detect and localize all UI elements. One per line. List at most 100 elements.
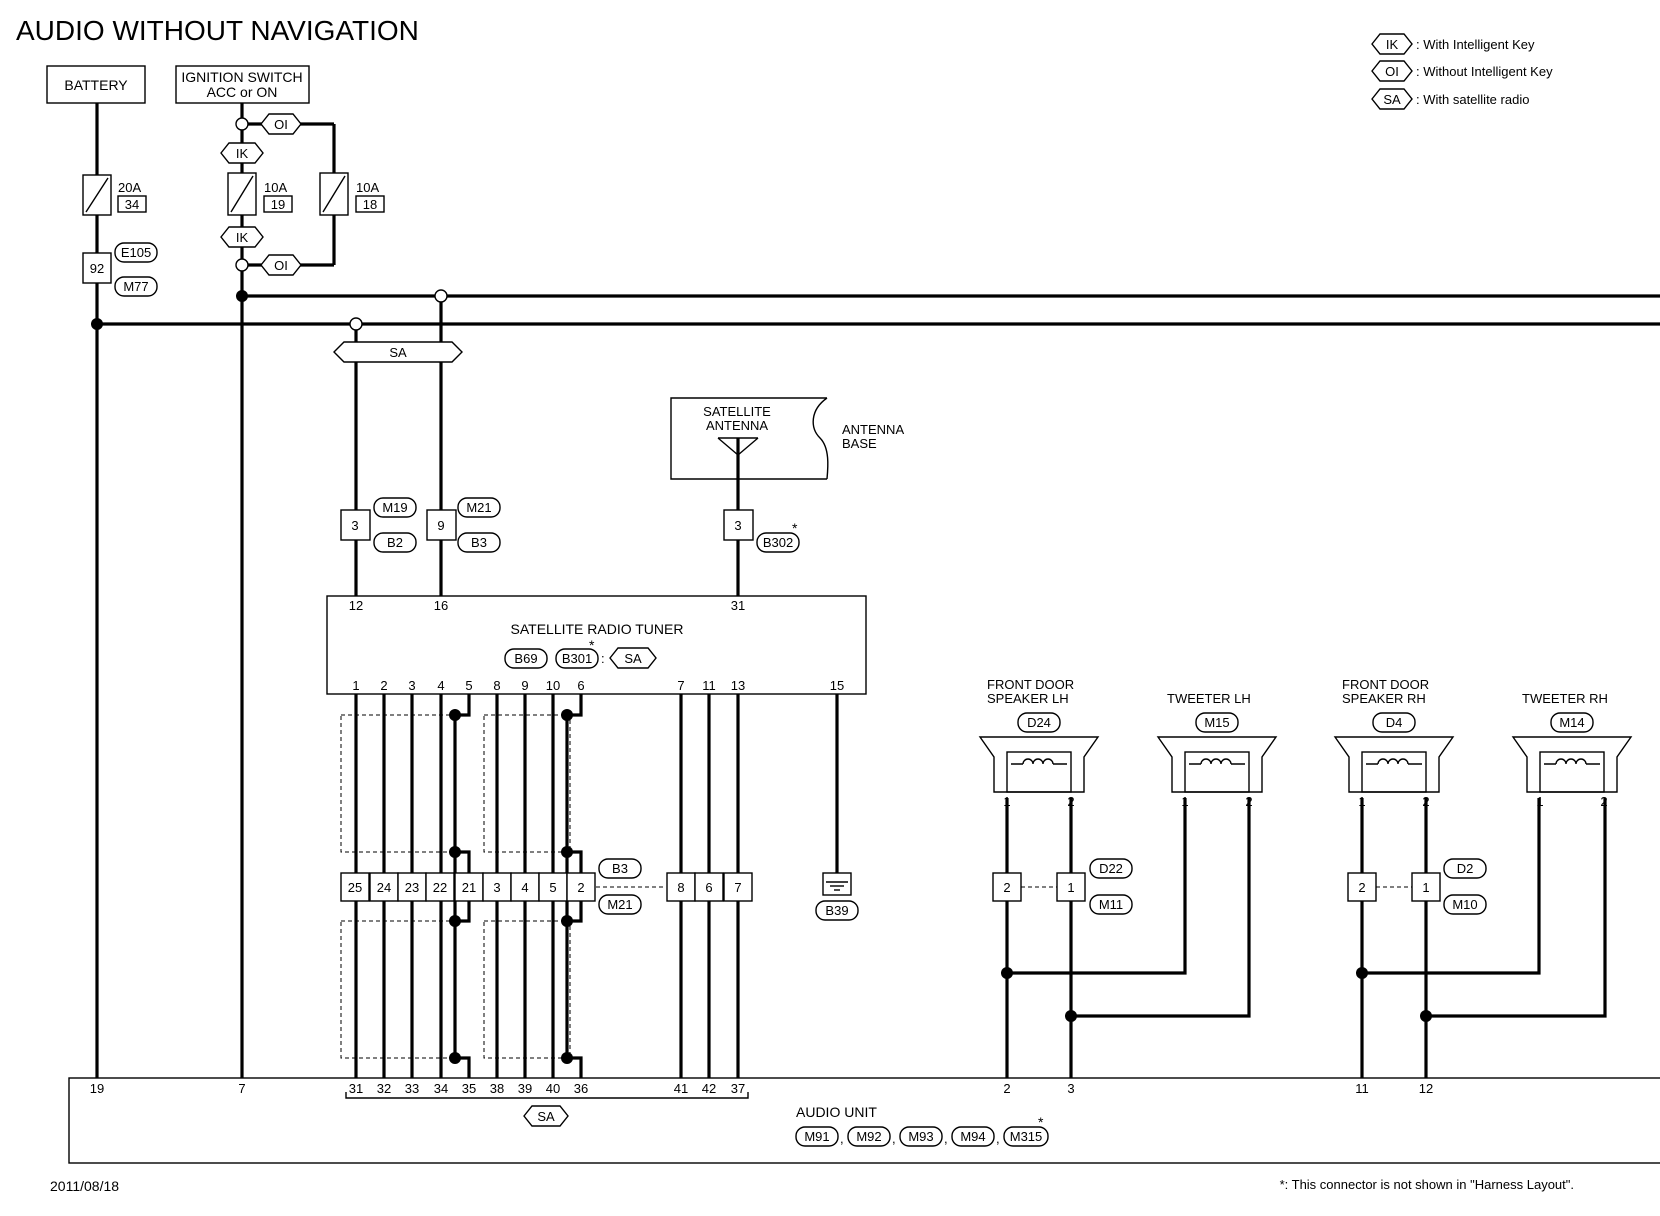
connector-m91 xyxy=(795,1126,839,1147)
tuner-pin-11: 11 xyxy=(702,678,716,693)
connector-m21-pin xyxy=(426,509,457,541)
svg-text:,: , xyxy=(944,1131,948,1146)
connector-m19-pin xyxy=(340,509,371,541)
joint-pin-25 xyxy=(340,872,370,902)
svg-text:M315: M315 xyxy=(1010,1129,1043,1144)
svg-text:B3: B3 xyxy=(612,861,628,876)
connector-b3 xyxy=(457,532,501,553)
tuner-pin-6: 6 xyxy=(577,678,584,693)
audio-unit-box xyxy=(68,1077,1660,1164)
svg-text:18: 18 xyxy=(363,197,377,212)
audio-unit-pin-3: 3 xyxy=(1067,1081,1074,1096)
svg-text:OI: OI xyxy=(274,258,288,273)
satellite-antenna: SATELLITE ANTENNA ANTENNA BASE xyxy=(670,397,904,596)
tag-ik-top xyxy=(220,142,264,164)
legend-code-ik: IK xyxy=(1386,37,1399,52)
audio-unit-pin-42: 42 xyxy=(702,1081,716,1096)
connector-e105 xyxy=(114,242,158,263)
connector-b302 xyxy=(756,532,800,553)
svg-text:5: 5 xyxy=(549,880,556,895)
svg-text:D22: D22 xyxy=(1099,861,1123,876)
svg-text:8: 8 xyxy=(677,880,684,895)
svg-text::: : xyxy=(601,651,605,666)
svg-text:SPEAKER RH: SPEAKER RH xyxy=(1342,691,1426,706)
audio-unit-pin-41: 41 xyxy=(674,1081,688,1096)
connector-joint-b3 xyxy=(598,858,642,879)
svg-text:2: 2 xyxy=(1358,880,1365,895)
fuse-34-num: 34 xyxy=(125,197,139,212)
ignition-label-1: IGNITION SWITCH xyxy=(181,69,302,85)
tuner-pin-2: 2 xyxy=(380,678,387,693)
svg-text:D2: D2 xyxy=(1457,861,1474,876)
svg-text:ANTENNA: ANTENNA xyxy=(706,418,768,433)
svg-text:B3: B3 xyxy=(471,535,487,550)
joint-pin-2 xyxy=(566,872,596,902)
svg-text:24: 24 xyxy=(377,880,391,895)
connector-92 xyxy=(82,252,112,284)
connector-d2-pin2 xyxy=(1347,872,1377,902)
svg-text:M19: M19 xyxy=(382,500,407,515)
svg-text:,: , xyxy=(840,1131,844,1146)
audio-unit-pin-39: 39 xyxy=(518,1081,532,1096)
tuner-pin-3: 3 xyxy=(408,678,415,693)
tuner-pin-10: 10 xyxy=(546,678,560,693)
joint-pin-21 xyxy=(454,872,484,902)
connector-m92 xyxy=(847,1126,891,1147)
legend-text-oi: : Without Intelligent Key xyxy=(1416,64,1553,79)
tuner-pin-4: 4 xyxy=(437,678,444,693)
svg-text:1: 1 xyxy=(1067,880,1074,895)
audio-unit-pin-2: 2 xyxy=(1003,1081,1010,1096)
svg-text:M11: M11 xyxy=(1099,897,1123,912)
tag-sa-tuner-feed xyxy=(333,341,463,363)
connector-m93 xyxy=(899,1126,943,1147)
svg-text:SA: SA xyxy=(389,345,407,360)
svg-text:SA: SA xyxy=(537,1109,555,1124)
audio-unit-pin-31: 31 xyxy=(349,1081,363,1096)
svg-text:10A: 10A xyxy=(264,180,287,195)
fuse-34-amp: 20A xyxy=(118,180,141,195)
audio-unit-pin-34: 34 xyxy=(434,1081,448,1096)
audio-unit-pin-37: 37 xyxy=(731,1081,745,1096)
svg-text:IK: IK xyxy=(236,146,249,161)
svg-text:25: 25 xyxy=(348,880,362,895)
legend: IK : With Intelligent Key OI : Without I… xyxy=(1371,33,1553,110)
date-stamp: 2011/08/18 xyxy=(50,1178,119,1194)
connector-m19 xyxy=(373,497,417,518)
audio-unit-title: AUDIO UNIT xyxy=(796,1104,877,1120)
svg-text:*: * xyxy=(792,520,798,536)
svg-text:M77: M77 xyxy=(123,279,148,294)
svg-text:21: 21 xyxy=(462,880,476,895)
tag-sa-tuner xyxy=(609,647,657,669)
connector-m315 xyxy=(1003,1126,1049,1147)
tag-ik-bottom xyxy=(220,226,264,248)
battery-label: BATTERY xyxy=(64,77,128,93)
svg-text:7: 7 xyxy=(734,880,741,895)
svg-text:19: 19 xyxy=(271,197,285,212)
connector-m21 xyxy=(457,497,501,518)
svg-text:D4: D4 xyxy=(1386,715,1403,730)
svg-text:ANTENNA: ANTENNA xyxy=(842,422,904,437)
joint-pin-b-6 xyxy=(694,872,724,902)
satellite-radio-tuner xyxy=(326,595,867,695)
tuner-pin-5: 5 xyxy=(465,678,472,693)
connector-d22-pin2 xyxy=(992,872,1022,902)
tuner-pin-1: 1 xyxy=(352,678,359,693)
svg-text:B39: B39 xyxy=(825,903,848,918)
svg-text:BASE: BASE xyxy=(842,436,877,451)
svg-text:22: 22 xyxy=(433,880,447,895)
tuner-pin-7: 7 xyxy=(677,678,684,693)
legend-code-oi: OI xyxy=(1385,64,1399,79)
connector-b301 xyxy=(555,648,599,669)
svg-text:,: , xyxy=(996,1131,1000,1146)
legend-code-sa: SA xyxy=(1383,92,1401,107)
svg-text:M92: M92 xyxy=(856,1129,881,1144)
svg-text:*: * xyxy=(1038,1114,1044,1130)
svg-text:M15: M15 xyxy=(1204,715,1229,730)
svg-text:31: 31 xyxy=(731,598,745,613)
svg-text:9: 9 xyxy=(437,518,444,533)
svg-text:SA: SA xyxy=(624,651,642,666)
audio-unit-pin-7: 7 xyxy=(238,1081,245,1096)
